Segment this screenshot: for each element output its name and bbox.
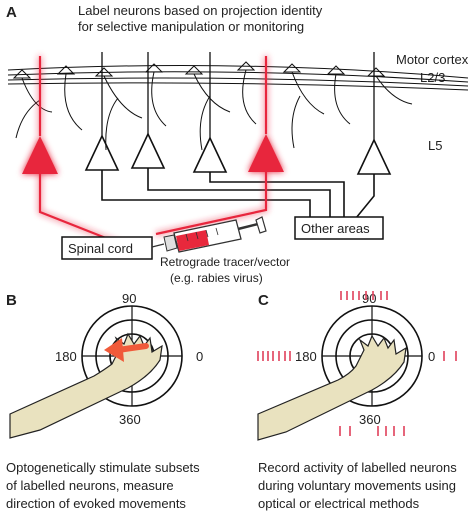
- l5-label: L5: [428, 138, 442, 153]
- angle-0-c: 0: [428, 349, 435, 364]
- dendrite-arcs: [15, 69, 413, 151]
- spike-raster-right: [443, 351, 457, 361]
- cortex-layer-lines: [7, 65, 469, 91]
- motor-cortex-label: Motor cortex: [396, 52, 469, 67]
- angle-0-b: 0: [196, 349, 203, 364]
- spike-raster-top: [340, 291, 388, 300]
- other-areas-box: Other areas: [294, 216, 384, 240]
- caption-c-line1: Record activity of labelled neurons: [258, 460, 457, 475]
- panel-c-label: C: [258, 292, 269, 309]
- angle-90-b: 90: [122, 291, 136, 306]
- panel-a-title-line1: Label neurons based on projection identi…: [78, 3, 323, 18]
- caption-b-line3: direction of evoked movements: [6, 496, 186, 511]
- panel-b-label: B: [6, 292, 17, 309]
- angle-90-c: 90: [362, 291, 376, 306]
- other-areas-label: Other areas: [301, 221, 370, 236]
- caption-c-line2: during voluntary movements using: [258, 478, 456, 493]
- panel-a-title-line2: for selective manipulation or monitoring: [78, 19, 304, 34]
- syringe-icon: [151, 216, 267, 253]
- caption-b-line1: Optogenetically stimulate subsets: [6, 460, 200, 475]
- black-axons: [101, 168, 375, 219]
- panel-a-label: A: [6, 4, 17, 21]
- l23-label: L2/3: [420, 70, 445, 85]
- spike-raster-bottom: [339, 426, 405, 436]
- tracer-label-line1: Retrograde tracer/vector: [160, 255, 290, 269]
- angle-180-b: 180: [55, 349, 77, 364]
- spike-raster-left: [257, 351, 291, 361]
- angle-360-c: 360: [359, 412, 381, 427]
- caption-b-line2: of labelled neurons, measure: [6, 478, 174, 493]
- movement-arrow-icon: [104, 338, 149, 362]
- caption-c-line3: optical or electrical methods: [258, 496, 420, 511]
- l23-neurons: [12, 61, 386, 79]
- spinal-cord-label: Spinal cord: [68, 241, 133, 256]
- arm-b: [9, 332, 163, 439]
- spinal-cord-box: Spinal cord: [61, 236, 153, 260]
- labelled-red-neurons: [22, 56, 284, 248]
- angle-360-b: 360: [119, 412, 141, 427]
- angle-180-c: 180: [295, 349, 317, 364]
- tracer-label-line2: (e.g. rabies virus): [170, 271, 263, 285]
- arm-c: [257, 334, 407, 441]
- l5-black-neurons: [84, 52, 392, 175]
